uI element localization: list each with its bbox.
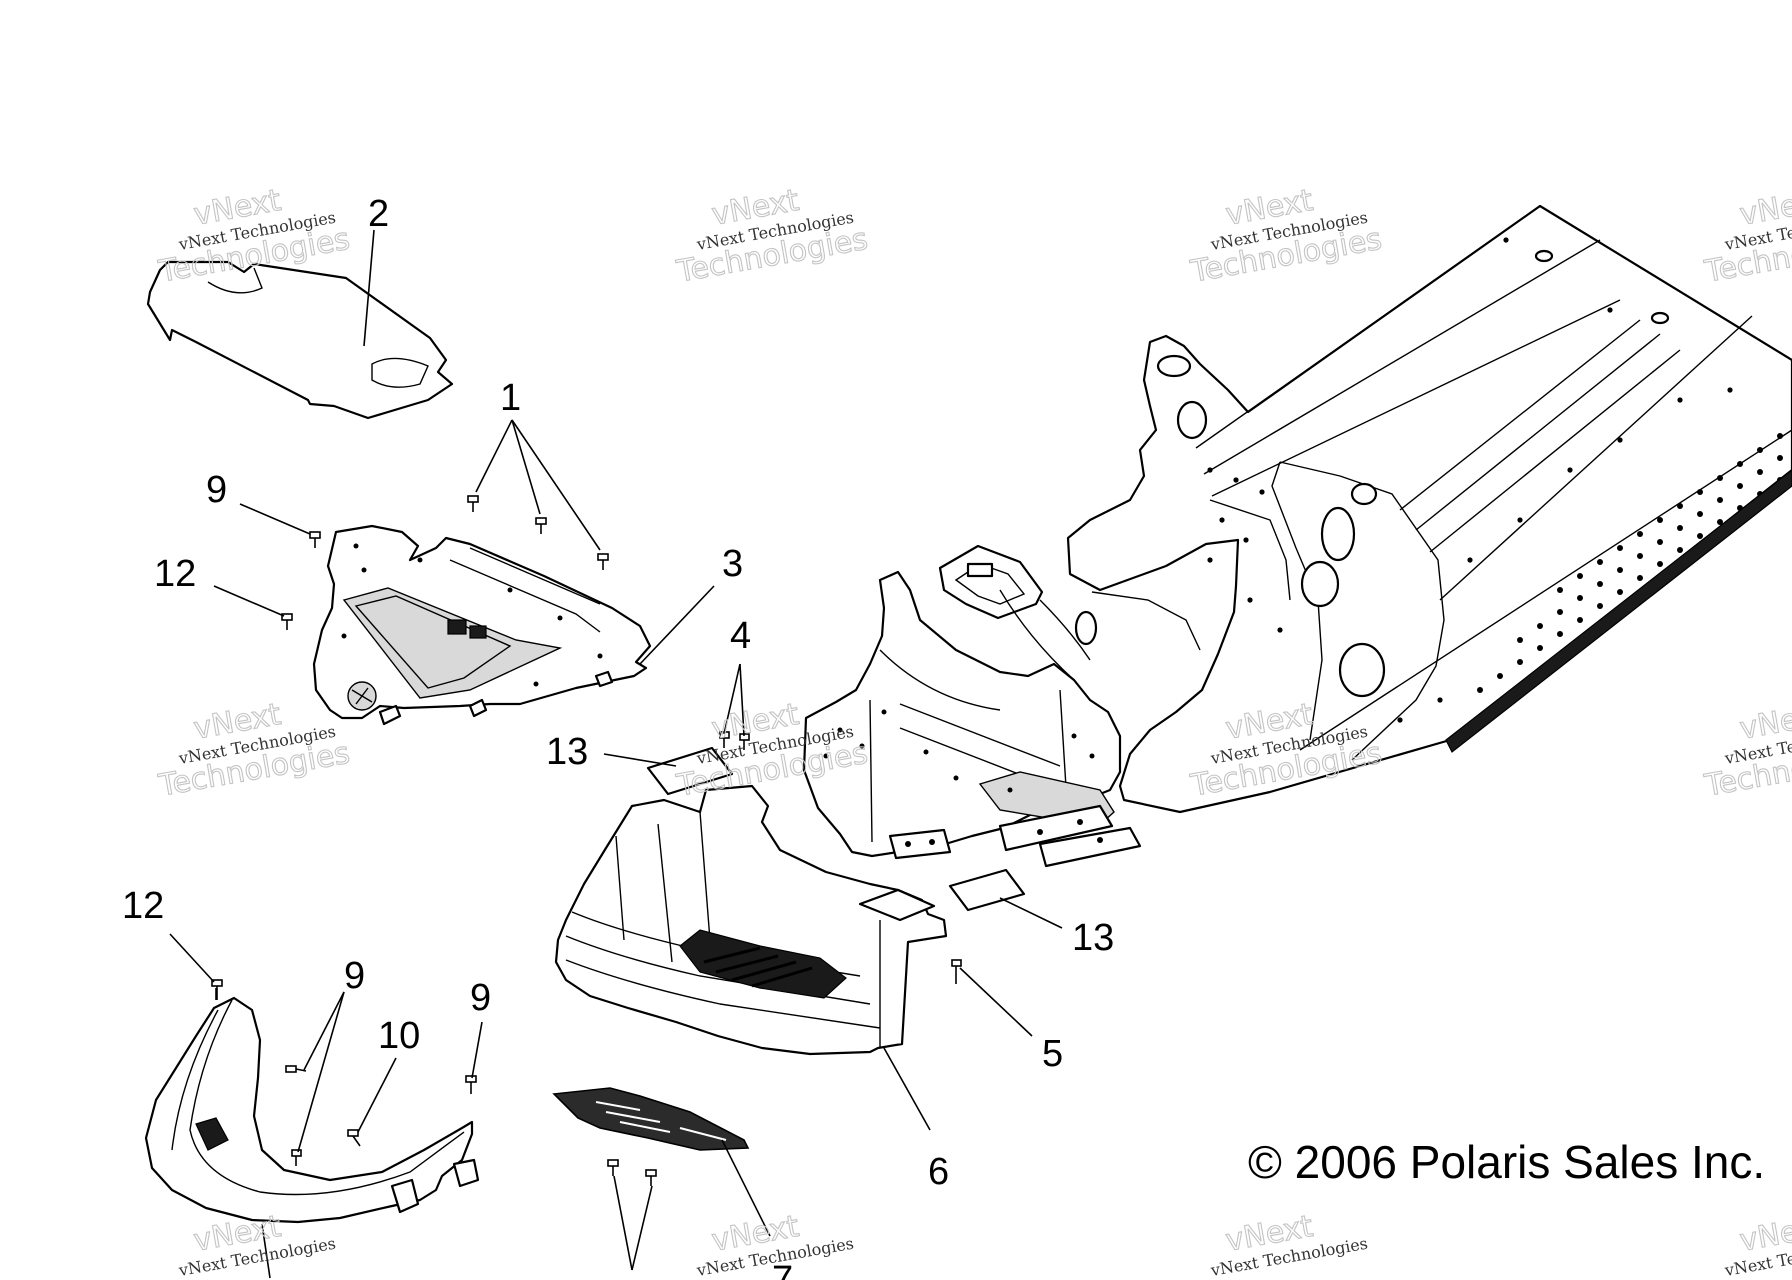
front-suspension-frame [802, 544, 1142, 868]
callout-labels: 2 1 9 12 3 4 13 13 5 6 7 12 9 10 9 [122, 193, 1114, 1280]
watermark-c: vNext vNext Technologies Technologies [1187, 182, 1385, 290]
callout-3: 3 [722, 543, 743, 585]
watermark-l: vNext vNext Technologies [1722, 1208, 1792, 1280]
watermark-a: vNext vNext Technologies Technologies [155, 182, 353, 290]
part-7-skid-piece [552, 1087, 750, 1151]
screw-10 [347, 1129, 361, 1147]
part-13-decals [646, 746, 1026, 912]
screw-9a [309, 531, 321, 548]
callout-2: 2 [368, 193, 389, 235]
watermark-k: vNext vNext Technologies [1208, 1208, 1369, 1280]
callout-5: 5 [1042, 1033, 1063, 1075]
screw-1c [597, 553, 609, 570]
callout-13: 13 [1072, 917, 1114, 959]
watermark-e: vNext vNext Technologies Technologies [155, 696, 353, 804]
screw-9d [291, 1149, 302, 1166]
callout-9: 9 [344, 955, 365, 997]
screw-1a [467, 495, 479, 512]
screw-7a [607, 1159, 619, 1176]
part-2-shield-sheet [146, 260, 454, 420]
front-bumper [144, 996, 480, 1224]
watermark-d: vNext vNext Technologies Technologies [1701, 182, 1792, 290]
callout-9: 9 [206, 469, 227, 511]
callout-10: 10 [378, 1015, 420, 1057]
callout-12: 12 [154, 553, 196, 595]
callout-4: 4 [730, 615, 751, 657]
copyright-notice: © 2006 Polaris Sales Inc. [1248, 1136, 1765, 1188]
screw-12b [211, 979, 223, 1000]
watermark-b: vNext vNext Technologies Technologies [673, 182, 871, 290]
screw-9c [465, 1075, 477, 1094]
watermark-h: vNext vNext Technologies Technologies [1701, 696, 1792, 804]
screw-5 [951, 959, 962, 984]
callout-12: 12 [122, 885, 164, 927]
callout-1: 1 [500, 377, 521, 419]
screw-fasteners [211, 495, 962, 1186]
screw-1b [535, 517, 547, 534]
callout-6: 6 [928, 1151, 949, 1193]
screw-7b [645, 1169, 657, 1186]
tunnel-perforations [1207, 237, 1783, 723]
screw-9b [285, 1065, 307, 1073]
callout-7: 7 [772, 1259, 793, 1280]
chassis-tunnel [1066, 204, 1792, 814]
part-6-nose-housing [554, 784, 948, 1056]
part-3-belly-pan [312, 524, 652, 726]
callout-13: 13 [546, 731, 588, 773]
leader-lines [169, 229, 1063, 1279]
callout-9: 9 [470, 977, 491, 1019]
screw-12a [281, 613, 293, 630]
